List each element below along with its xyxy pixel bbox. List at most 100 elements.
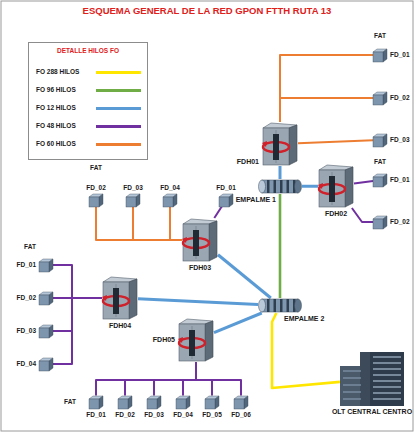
node-icon	[39, 325, 53, 338]
node-label: EMPALME 2	[284, 315, 324, 323]
fat-side	[49, 292, 53, 305]
cable-core	[189, 330, 195, 356]
fat-front	[205, 399, 215, 409]
node-label: FDH02	[325, 210, 347, 218]
node-icon	[219, 194, 233, 207]
fat-side	[383, 92, 387, 105]
fat-box: FD_01	[89, 396, 103, 409]
node-label: FD_02	[390, 94, 410, 101]
splice-bands	[267, 299, 296, 312]
fat-front	[118, 399, 128, 409]
node-icon	[39, 358, 53, 371]
fat-box: FD_03	[126, 194, 140, 207]
group-label: FAT	[64, 398, 76, 405]
node-icon	[102, 276, 138, 320]
legend-text: FO 60 HILOS	[36, 139, 76, 149]
cable-loop-head	[182, 237, 187, 243]
fat-box: FD_04	[163, 194, 177, 207]
node-label: FD_01	[16, 261, 36, 268]
node-icon	[340, 352, 404, 406]
fat-side	[229, 194, 233, 207]
fat-box: FD_01	[219, 194, 233, 207]
fat-front	[39, 262, 49, 272]
node-label: FD_01	[390, 176, 410, 183]
node-label: EMPALME 1	[236, 196, 276, 204]
fat-front	[373, 95, 383, 105]
node-label: FD_02	[390, 218, 410, 225]
fat-front	[234, 399, 244, 409]
olt-building: OLT CENTRAL CENTRO	[340, 352, 404, 406]
fat-front	[39, 295, 49, 305]
splice-end	[295, 180, 302, 193]
window-row	[343, 371, 361, 372]
window-row	[343, 399, 361, 400]
legend-text: FO 12 HILOS	[36, 103, 76, 113]
fat-side	[49, 259, 53, 272]
node-label: FD_02	[16, 294, 36, 301]
splice-end	[295, 299, 302, 312]
legend-swatch	[96, 125, 141, 128]
legend-box: FO 288 HILOSFO 96 HILOSFO 12 HILOSFO 48 …	[28, 42, 148, 160]
fat-side	[49, 325, 53, 338]
node-icon	[373, 49, 387, 62]
splice-end	[259, 299, 266, 312]
fat-side	[99, 396, 103, 409]
fat-front	[89, 399, 99, 409]
fat-box: FD_03	[373, 134, 387, 147]
legend-row: FO 96 HILOS	[36, 85, 142, 95]
node-icon	[89, 396, 103, 409]
fat-side	[136, 194, 140, 207]
fiber-cable	[214, 313, 262, 333]
fat-side	[215, 396, 219, 409]
node-icon	[39, 292, 53, 305]
window-row	[373, 374, 401, 375]
legend-swatch	[96, 89, 141, 92]
node-label: FD_04	[16, 360, 36, 367]
fat-box: FD_01	[373, 174, 387, 187]
legend-row: FO 60 HILOS	[36, 139, 142, 149]
fiber-cable	[352, 208, 373, 222]
splice-band	[280, 180, 283, 193]
cable-core	[329, 176, 335, 202]
legend-row: FO 288 HILOS	[36, 67, 142, 77]
cable-loop-head	[262, 141, 267, 147]
fat-box: FD_03	[39, 325, 53, 338]
node-label: FD_06	[231, 411, 251, 418]
window-row	[343, 378, 361, 379]
fat-front	[373, 219, 383, 229]
window-row	[373, 380, 401, 381]
fiber-cable	[170, 207, 182, 241]
splice-closure: EMPALME 2	[258, 298, 302, 313]
node-icon	[163, 194, 177, 207]
node-icon	[258, 179, 302, 194]
fat-side	[383, 174, 387, 187]
legend-swatch	[96, 143, 141, 146]
cabinet-front	[179, 324, 205, 361]
node-label: FDH04	[109, 322, 131, 330]
fat-box: FD_04	[39, 358, 53, 371]
group-label: FAT	[90, 164, 102, 171]
window-row	[343, 392, 361, 393]
node-label: OLT CENTRAL CENTRO	[332, 408, 412, 416]
fat-box: FD_02	[373, 216, 387, 229]
cable-core	[113, 288, 119, 314]
fat-side	[383, 49, 387, 62]
node-icon	[318, 164, 354, 208]
legend-row: FO 12 HILOS	[36, 103, 142, 113]
window-row	[343, 385, 361, 386]
splice-band	[267, 299, 270, 312]
fiber-cable	[279, 166, 282, 179]
fat-side	[244, 396, 248, 409]
window-row	[373, 356, 401, 357]
fiber-cable	[125, 362, 196, 396]
node-icon	[373, 216, 387, 229]
fat-front	[163, 197, 173, 207]
node-icon	[258, 298, 302, 313]
window-row	[373, 398, 401, 399]
node-icon	[373, 174, 387, 187]
node-label: FD_04	[160, 184, 180, 191]
fat-front	[39, 361, 49, 371]
node-icon	[126, 194, 140, 207]
fiber-cable	[272, 313, 340, 388]
fat-side	[128, 396, 132, 409]
